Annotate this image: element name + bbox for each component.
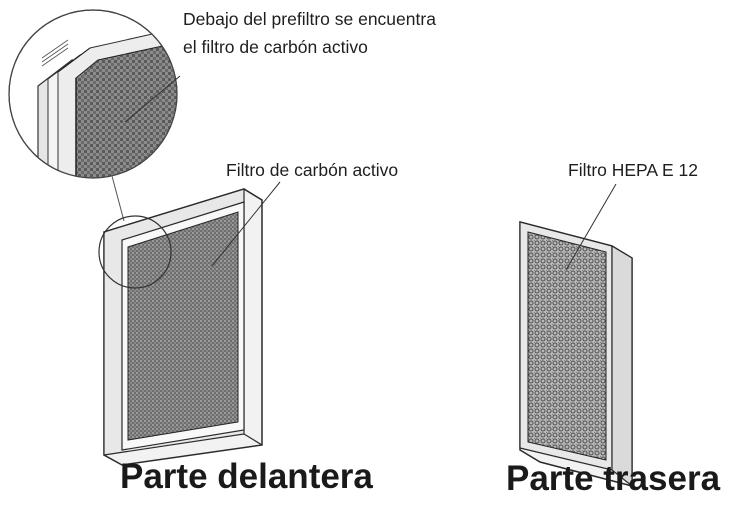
leader-line: [124, 75, 181, 123]
carbon-filter-label: Filtro de carbón activo: [226, 160, 399, 180]
leader-line: [565, 183, 617, 271]
zoom-circle: [98, 215, 172, 289]
magnifier-detail: [8, 9, 178, 179]
back-caption: Parte trasera: [506, 459, 721, 498]
back-filter: [519, 221, 633, 488]
hepa-filter-label: Filtro HEPA E 12: [568, 160, 699, 180]
leader-line: [211, 181, 281, 267]
front-caption: Parte delantera: [120, 457, 373, 496]
magnifier-connector: [111, 175, 125, 222]
prefilter-note-line2: el filtro de carbón activo: [183, 37, 368, 57]
prefilter-note-line1: Debajo del prefiltro se encuentra: [183, 9, 436, 29]
front-filter: [103, 188, 263, 466]
